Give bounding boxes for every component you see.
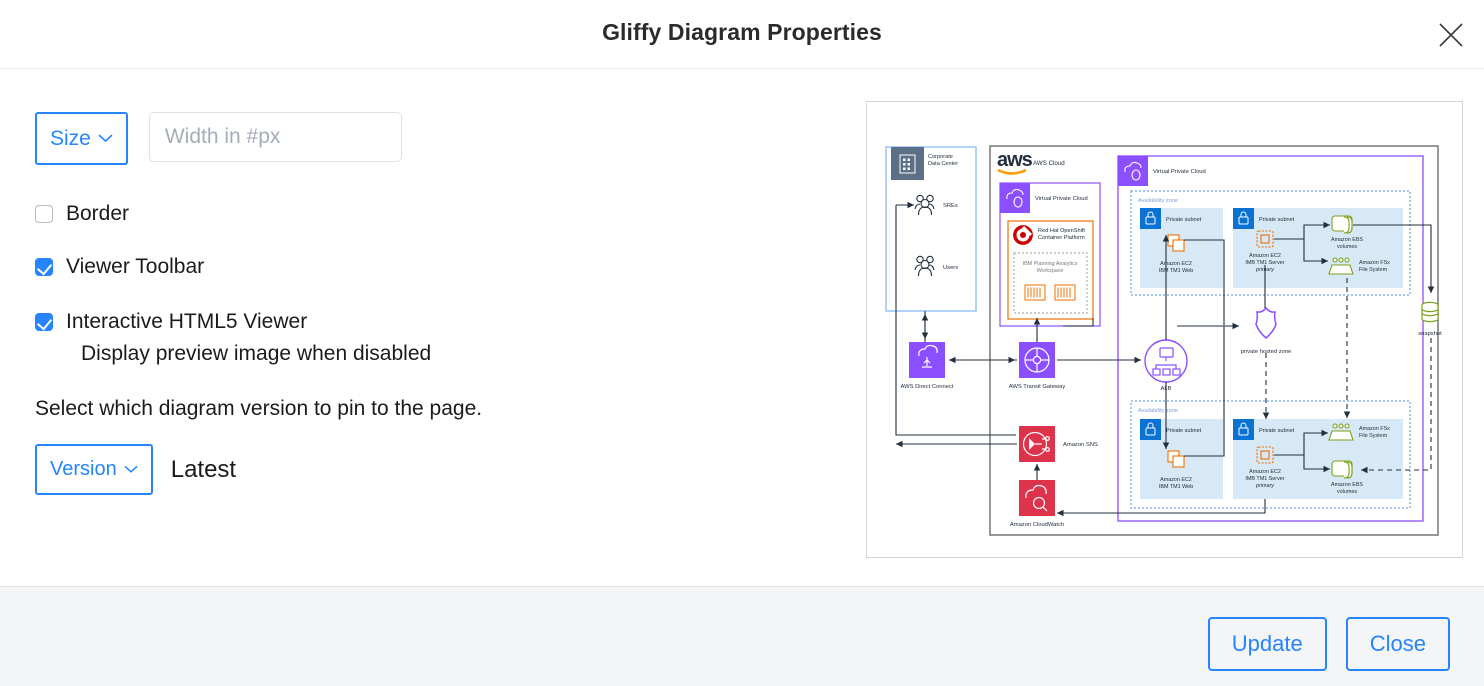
diagram-preview[interactable]: aws AWS Cloud <box>878 113 1451 546</box>
version-dropdown-label: Version <box>50 458 117 480</box>
interactive-viewer-label: Interactive HTML5 Viewer <box>66 310 308 333</box>
svg-text:Amazon SNS: Amazon SNS <box>1063 442 1098 448</box>
svg-text:Users: Users <box>943 265 958 271</box>
version-dropdown-button[interactable]: Version <box>35 444 153 495</box>
svg-text:Amazon CloudWatch: Amazon CloudWatch <box>1010 522 1064 528</box>
svg-text:volumes: volumes <box>1337 244 1357 250</box>
size-row: Size <box>35 112 835 165</box>
svg-text:Amazon EBS: Amazon EBS <box>1331 482 1363 488</box>
close-footer-button[interactable]: Close <box>1345 617 1450 671</box>
svg-text:Red Hat OpenShift: Red Hat OpenShift <box>1038 228 1085 234</box>
svg-text:Private subnet: Private subnet <box>1166 217 1202 223</box>
svg-text:AWS Direct Connect: AWS Direct Connect <box>901 384 954 390</box>
svg-text:Amazon EC2: Amazon EC2 <box>1249 253 1281 259</box>
svg-text:AWS Transit Gateway: AWS Transit Gateway <box>1009 384 1066 390</box>
svg-text:Workspace: Workspace <box>1037 268 1064 274</box>
checkbox-row-viewer-toolbar[interactable]: Viewer Toolbar <box>35 255 835 279</box>
version-selected-value: Latest <box>170 455 237 483</box>
version-row: Version Latest <box>35 444 835 495</box>
svg-text:File System: File System <box>1359 433 1388 439</box>
svg-text:Availability zone: Availability zone <box>1138 198 1178 204</box>
svg-text:Container Platform: Container Platform <box>1038 235 1085 241</box>
size-dropdown-button[interactable]: Size <box>35 112 128 165</box>
chevron-down-icon <box>124 465 138 474</box>
aws-architecture-diagram: aws AWS Cloud <box>878 113 1451 546</box>
svg-text:IMB TM1 Server: IMB TM1 Server <box>1245 260 1284 266</box>
svg-text:Private subnet: Private subnet <box>1259 428 1295 434</box>
size-dropdown-label: Size <box>50 126 91 150</box>
svg-text:Private subnet: Private subnet <box>1259 217 1295 223</box>
svg-text:File System: File System <box>1359 267 1388 273</box>
page-title: Gliffy Diagram Properties <box>602 19 882 45</box>
properties-form: Size Border Viewer Toolbar Interactive H… <box>35 112 835 495</box>
checkbox-row-interactive-viewer[interactable]: Interactive HTML5 Viewer <box>35 310 835 334</box>
interactive-viewer-sub-label: Display preview image when disabled <box>81 342 432 365</box>
diagram-preview-frame: aws AWS Cloud <box>866 101 1463 558</box>
svg-text:aws: aws <box>997 149 1033 171</box>
svg-text:snapshot: snapshot <box>1418 331 1442 337</box>
close-icon <box>1438 22 1464 48</box>
svg-text:IBM TM1 Web: IBM TM1 Web <box>1159 268 1193 274</box>
svg-text:Private subnet: Private subnet <box>1166 428 1202 434</box>
svg-text:Corporate: Corporate <box>928 154 953 160</box>
svg-text:AWS Cloud: AWS Cloud <box>1033 160 1065 167</box>
svg-text:Amazon FSx: Amazon FSx <box>1359 426 1390 432</box>
svg-text:Amazon FSx: Amazon FSx <box>1359 260 1390 266</box>
border-checkbox[interactable] <box>35 205 53 223</box>
interactive-viewer-checkbox[interactable] <box>35 313 53 331</box>
dialog-body: Size Border Viewer Toolbar Interactive H… <box>0 69 1484 585</box>
close-button[interactable] <box>1432 16 1470 54</box>
width-input[interactable] <box>148 112 402 162</box>
svg-text:Amazon EBS: Amazon EBS <box>1331 237 1363 243</box>
viewer-toolbar-label: Viewer Toolbar <box>66 255 205 278</box>
svg-text:SREs: SREs <box>943 203 958 209</box>
version-helper-text: Select which diagram version to pin to t… <box>35 397 483 420</box>
svg-text:Virtual Private Cloud: Virtual Private Cloud <box>1035 196 1088 202</box>
svg-text:Amazon EC2: Amazon EC2 <box>1249 469 1281 475</box>
checkbox-row-border[interactable]: Border <box>35 202 835 226</box>
footer-actions: Update Close <box>1207 617 1450 671</box>
svg-text:volumes: volumes <box>1337 489 1357 495</box>
svg-text:Availability zone: Availability zone <box>1138 408 1178 414</box>
update-button[interactable]: Update <box>1207 617 1327 671</box>
border-label: Border <box>66 202 130 225</box>
viewer-toolbar-checkbox[interactable] <box>35 258 53 276</box>
svg-text:IBM Planning Analytics: IBM Planning Analytics <box>1023 261 1078 267</box>
dialog-header: Gliffy Diagram Properties <box>0 0 1484 69</box>
svg-text:private hosted zone: private hosted zone <box>1241 349 1292 355</box>
svg-text:Data Center: Data Center <box>928 161 958 167</box>
svg-text:Amazon EC2: Amazon EC2 <box>1160 477 1192 483</box>
svg-text:Virtual Private Cloud: Virtual Private Cloud <box>1153 169 1206 175</box>
svg-text:primary: primary <box>1255 483 1274 489</box>
svg-text:IMB TM1 Server: IMB TM1 Server <box>1245 476 1284 482</box>
dialog-footer: Update Close <box>0 586 1484 686</box>
svg-text:IBM TM1 Web: IBM TM1 Web <box>1159 484 1193 490</box>
svg-text:Amazon EC2: Amazon EC2 <box>1160 261 1192 267</box>
chevron-down-icon <box>98 134 113 143</box>
